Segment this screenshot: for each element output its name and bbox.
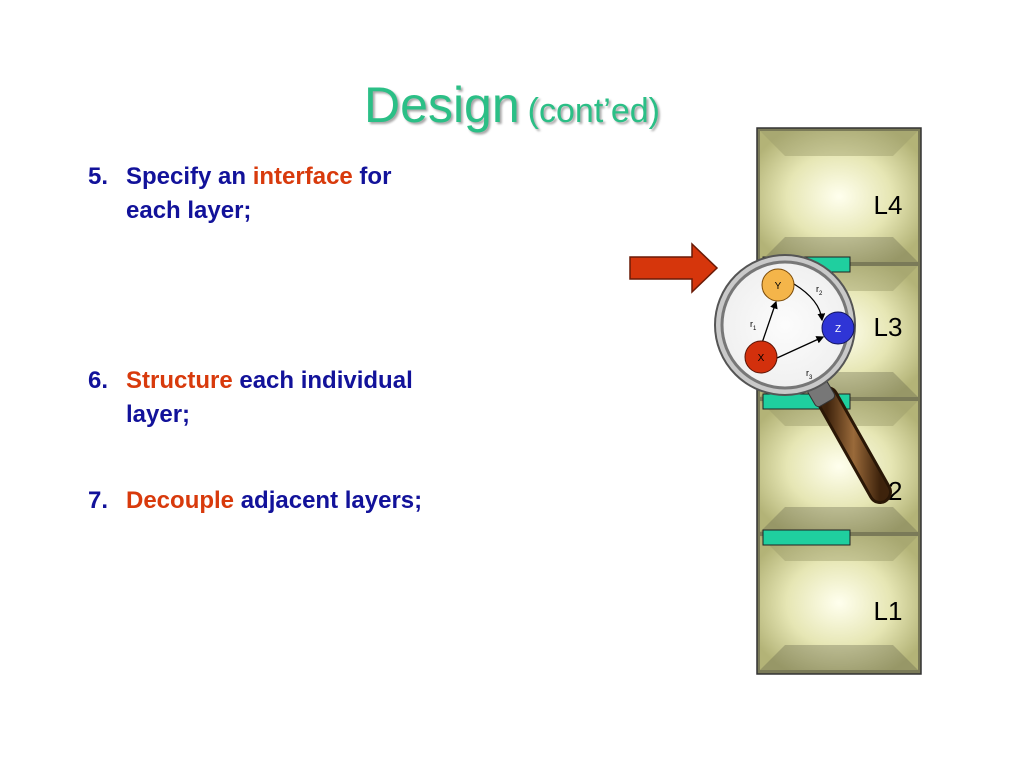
lens-relation-graph: Y Z X r1 r2 r3 xyxy=(744,268,855,381)
step-keyword: Decouple xyxy=(126,487,235,514)
step-keyword: Structure xyxy=(126,367,233,394)
node-x xyxy=(744,340,778,374)
step-text: Decouple adjacent layers; xyxy=(126,484,422,518)
title-main: Design xyxy=(364,77,520,133)
node-x-label: X xyxy=(758,353,765,364)
step-text: Structure each individual layer; xyxy=(126,364,413,432)
step-number: 6. xyxy=(88,367,109,394)
layer-l1: L1 xyxy=(760,536,918,670)
step-7: 7. Decouple adjacent layers; xyxy=(88,484,548,524)
relation-r2-arrow xyxy=(793,283,826,322)
step-6: 6. Structure each individual layer; xyxy=(88,364,528,434)
step-keyword: interface xyxy=(252,163,353,190)
step-5: 5. Specify an interface for each layer; xyxy=(88,160,508,230)
step-number: 5. xyxy=(88,163,109,190)
node-z xyxy=(821,311,855,345)
layer-label-l3: L3 xyxy=(874,312,903,342)
relation-r2-label: r2 xyxy=(816,284,823,297)
step-text: Specify an interface for each layer; xyxy=(126,160,391,228)
layer-label-l1: L1 xyxy=(874,596,903,626)
node-y xyxy=(761,268,795,302)
step-text-post: for xyxy=(352,163,392,190)
layer-label-l4: L4 xyxy=(874,190,903,220)
step-text-line2: each layer; xyxy=(126,197,252,224)
interface-connector xyxy=(762,529,851,546)
node-z-label: Z xyxy=(835,324,841,335)
title-sub: (cont’ed) xyxy=(527,92,660,130)
relation-r3-label: r3 xyxy=(806,368,813,381)
step-text-line2: layer; xyxy=(126,401,191,428)
pointer-arrow-icon xyxy=(629,242,719,294)
page-title: Design(cont’ed) xyxy=(0,76,1024,134)
step-text-post: each individual xyxy=(232,367,413,394)
step-text-post: adjacent layers; xyxy=(234,487,423,514)
step-text-pre: Specify an xyxy=(126,163,253,190)
relation-r1-label: r1 xyxy=(750,319,757,332)
step-number: 7. xyxy=(88,487,109,514)
node-y-label: Y xyxy=(775,281,782,292)
relation-r1-arrow xyxy=(761,300,778,344)
layer-l4: L4 xyxy=(760,131,918,262)
relation-r3-arrow xyxy=(776,336,825,359)
